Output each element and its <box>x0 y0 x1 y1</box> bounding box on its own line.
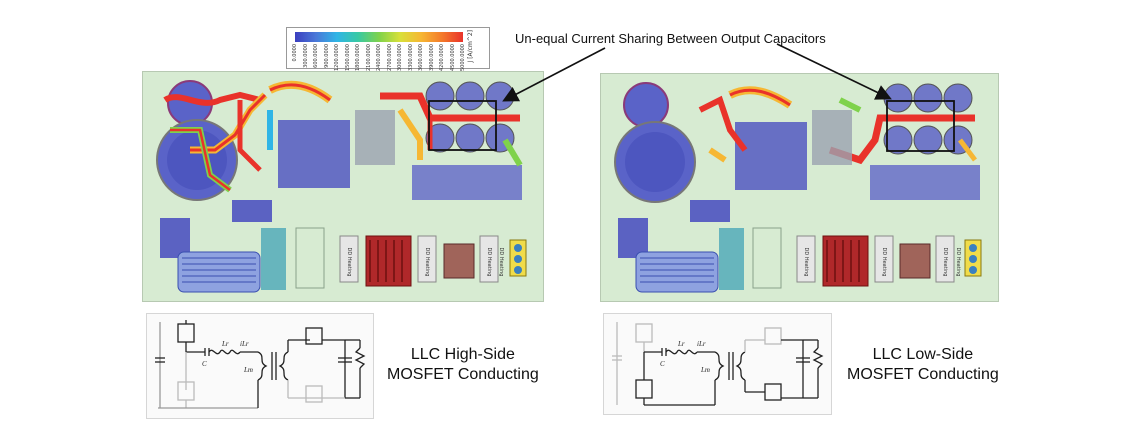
schem-right-cap-label: C <box>660 360 665 368</box>
caption-high-side-line2: MOSFET Conducting <box>387 366 539 383</box>
board-right-label-3: DD Heating <box>942 248 948 277</box>
schem-right-lr-label: Lr <box>677 340 685 348</box>
caption-low-side: LLC Low-Side MOSFET Conducting <box>847 345 999 385</box>
schem-right-ir-label: iLr <box>697 340 706 348</box>
schematic-right-drawing <box>612 322 824 406</box>
schem-left-lr-label: Lr <box>221 340 229 348</box>
highlight-box-left <box>428 100 497 151</box>
schem-left-cap-label: C <box>202 360 207 368</box>
board-right-label-2: DD Heating <box>881 248 887 277</box>
board-right-label-1: DD Heating <box>803 248 809 277</box>
schematic-left-drawing <box>155 320 366 409</box>
board-right-label-4: DD Heating <box>955 248 961 277</box>
schem-left-ir-label: iLr <box>240 340 249 348</box>
arrow-left <box>502 47 606 102</box>
caption-low-side-line1: LLC Low-Side <box>872 346 974 363</box>
board-right-components <box>614 82 982 293</box>
caption-high-side-line1: LLC High-Side <box>410 346 515 363</box>
schematic-high-side <box>146 313 374 419</box>
board-left-label-3: DD Heating <box>486 248 492 277</box>
arrow-right <box>776 43 892 100</box>
caption-high-side: LLC High-Side MOSFET Conducting <box>387 345 539 385</box>
schem-right-lm-label: Lm <box>700 366 710 374</box>
highlight-box-right <box>886 100 955 152</box>
schem-left-lm-label: Lm <box>243 366 253 374</box>
legend-color-bar <box>295 32 463 42</box>
annotation-text: Un-equal Current Sharing Between Output … <box>515 31 826 46</box>
board-left-label-1: DD Heating <box>346 248 352 277</box>
caption-low-side-line2: MOSFET Conducting <box>847 366 999 383</box>
board-left-label-4: DD Heating <box>498 248 504 277</box>
board-left-label-2: DD Heating <box>424 248 430 277</box>
board-left-components <box>156 80 527 293</box>
